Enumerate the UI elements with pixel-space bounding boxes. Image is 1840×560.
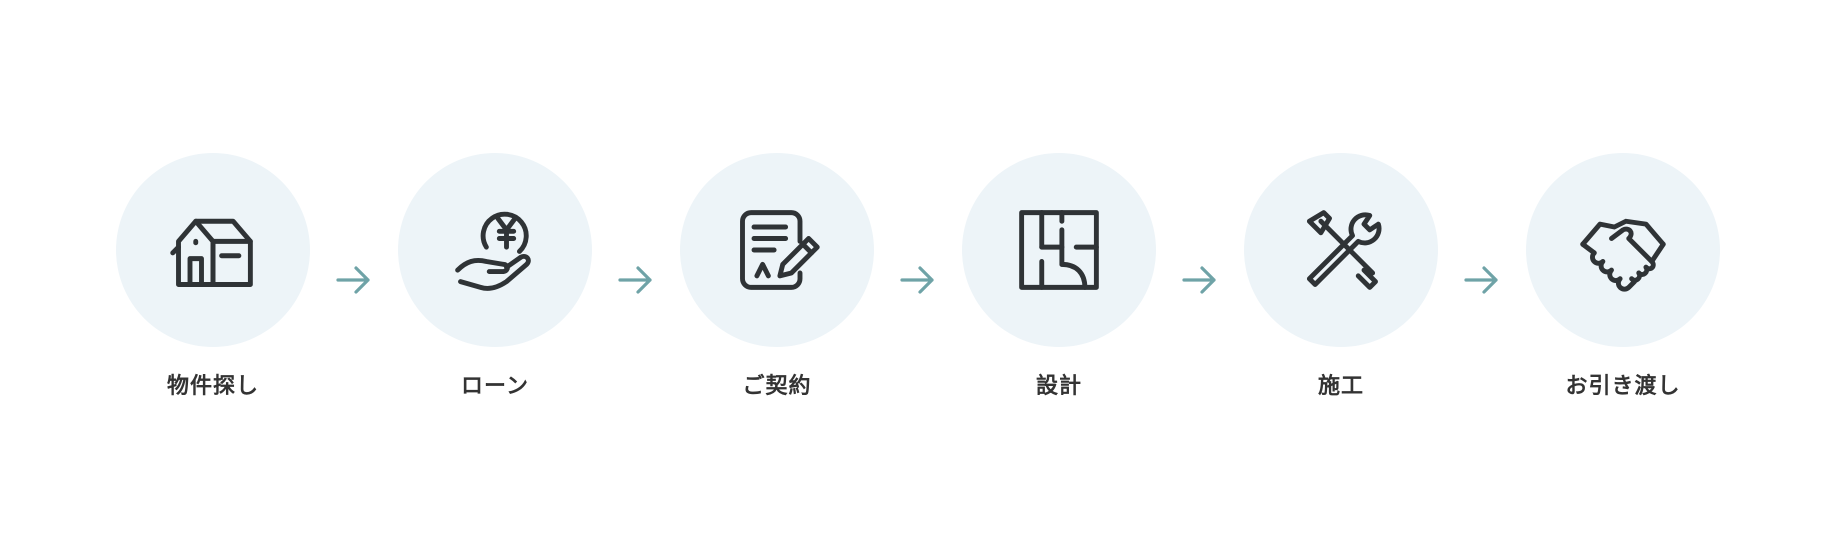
tools-icon [1306, 210, 1382, 290]
step-contract: ご契約 [680, 153, 874, 402]
arrow-right-icon [1464, 266, 1498, 294]
arrow-right-icon [900, 266, 934, 294]
step-design: 設計 [962, 153, 1156, 402]
step-label: ご契約 [742, 374, 812, 399]
step-label: 物件探し [166, 374, 259, 399]
step-circle [398, 153, 592, 347]
step-label: お引き渡し [1565, 374, 1681, 399]
step-circle [1244, 153, 1438, 347]
yen-coin-hand-icon [455, 211, 531, 291]
arrow-right-icon [618, 266, 652, 294]
step-label: ローン [461, 374, 529, 399]
step-loan: ローン [398, 153, 592, 402]
step-property-search: 物件探し [116, 153, 310, 402]
arrow-right-icon [336, 266, 370, 294]
step-handover: お引き渡し [1526, 153, 1720, 402]
floor-plan-icon [1019, 210, 1099, 290]
arrow-right-icon [1182, 266, 1216, 294]
step-circle [1526, 153, 1720, 347]
contract-pen-icon [740, 210, 820, 290]
house-icon [170, 218, 253, 287]
step-label: 設計 [1035, 374, 1082, 399]
step-construction: 施工 [1244, 153, 1438, 402]
step-circle [116, 153, 310, 347]
handshake-icon [1580, 218, 1666, 292]
step-label: 施工 [1317, 374, 1364, 399]
step-circle [680, 153, 874, 347]
step-circle [962, 153, 1156, 347]
